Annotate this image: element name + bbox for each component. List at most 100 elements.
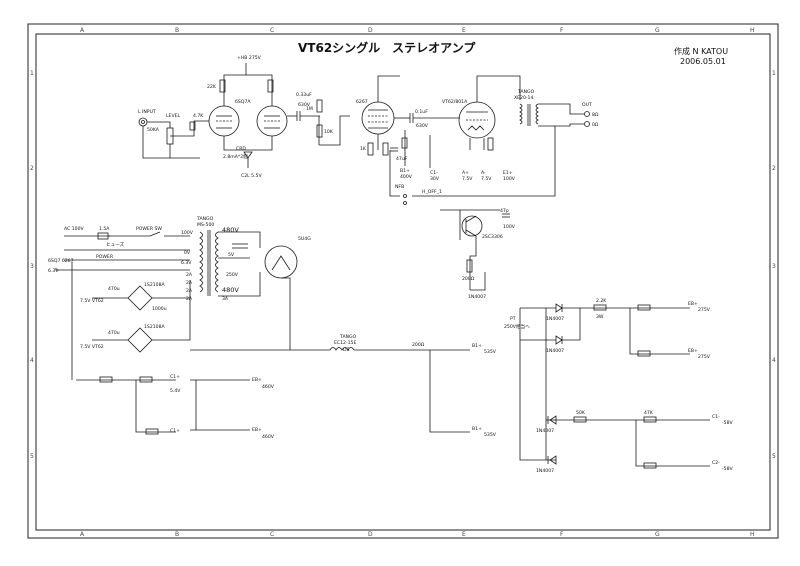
power-label: POWER — [96, 254, 114, 260]
diode-1-icon — [555, 303, 563, 313]
volume-value: 50KA — [147, 127, 160, 133]
eb-plus-2: EB+ — [688, 348, 698, 354]
q-100v-label: 100V — [503, 224, 516, 230]
transistor-icon — [461, 215, 483, 237]
c1-minus-label: C1- — [712, 414, 720, 420]
pt-2a-tap-4: 2A — [186, 296, 193, 302]
b1-voltage: 400V — [400, 174, 413, 180]
vt62-heater-label: 7.5V VT62 — [80, 298, 104, 304]
drawing-frame — [27, 23, 779, 539]
grid-col-f-bottom: F — [560, 531, 564, 538]
c-01-voltage: 630V — [416, 123, 429, 129]
c-01-label: 0.1uF — [415, 109, 428, 115]
eb-out-voltage: 460V — [262, 384, 275, 390]
heater-a-plus: A+ — [462, 170, 469, 176]
date-label: 2006.05.01 — [680, 57, 726, 66]
output-transformer-icon — [519, 103, 523, 125]
eb-plus-1: EB+ — [688, 301, 698, 307]
diode-3-label: 1N4007 — [536, 428, 554, 434]
ec-label: E1+ — [503, 170, 513, 176]
output-terminal-0-icon — [584, 121, 590, 127]
b1-label: B1+ — [400, 168, 410, 174]
grid-col-a-bottom: A — [80, 531, 85, 538]
grid-col-h-bottom: H — [750, 531, 755, 538]
choke-model-label: EC12-15E — [334, 340, 356, 346]
fuse-label: 1.5A — [99, 226, 110, 232]
eb-out-label-2: EB+ — [252, 427, 262, 433]
coupling-cap-voltage: 630V — [298, 102, 311, 108]
grid-col-g-bottom: G — [655, 531, 660, 538]
bridge-rectifier-2-icon — [127, 327, 153, 353]
tube-5u4g-label: 5U4G — [298, 236, 311, 242]
ds-label: DS — [343, 347, 350, 353]
b2-out-label: B1+ — [472, 426, 482, 432]
grid-col-c-bottom: C — [270, 531, 274, 538]
cap-1000u-label: 1000u — [152, 306, 167, 312]
r-200-hv-label: 200Ω — [412, 342, 425, 348]
eb-out-voltage-2: 460V — [262, 434, 275, 440]
pt-bias-sub-label: 250V相当へ — [504, 323, 530, 330]
pt-model-label: MS-500 — [197, 222, 214, 228]
diode-2-label: 1N4007 — [546, 348, 564, 354]
grid-row-3-right: 3 — [772, 263, 776, 270]
c2-minus-voltage: -58V — [722, 466, 734, 472]
grid-col-g: G — [655, 27, 660, 34]
heater-a-minus: A- — [481, 170, 486, 176]
bridge-label-2: 1S2108A — [144, 324, 166, 330]
c2l-label: C2L 5.5V — [241, 173, 262, 179]
pt-63v-tap: 6.3V — [181, 260, 192, 266]
tube-6sq7-label: 6SQ7A — [235, 99, 251, 105]
transistor-label: 2SC3306 — [482, 234, 503, 240]
grid-row-1-right: 1 — [772, 70, 776, 77]
bridge-rectifier-icon — [127, 285, 153, 311]
choke-brand-label: TANGO — [339, 334, 357, 340]
bias-regulator: 2SC3306 47p 100V 200Ω 1N4007 — [440, 208, 516, 300]
r-22k-label: 22K — [207, 84, 217, 90]
pt-brand-label: TANGO — [196, 216, 214, 222]
diode-4-icon — [549, 455, 557, 465]
c1-out-voltage: 5.4V — [170, 388, 181, 394]
pt-2a-tap-3: 2A — [186, 288, 193, 294]
input-label: L INPUT — [138, 109, 156, 115]
author-label: 作成 N KATOU — [674, 46, 728, 56]
c1-label: C1- — [430, 170, 438, 176]
coupling-cap-label: 0.33uF — [296, 92, 312, 98]
grid-col-e: E — [462, 27, 466, 34]
grid-col-f: F — [560, 27, 564, 34]
bias-supply: PT 250V相当へ 1N4007 1N4007 2.2K 3W EB+ 275… — [504, 298, 734, 474]
sub-50k-label: 50K — [576, 410, 586, 416]
power-transformer-icon — [199, 231, 203, 293]
c1-minus-voltage: -58V — [722, 420, 734, 426]
pt-2a-tap-2: 2A — [186, 280, 193, 286]
grid-col-a: A — [80, 27, 85, 34]
ec-voltage: 100V — [503, 176, 516, 182]
hv-filter-chain: C1+ 5.4V C1+ TANGO EC12-15E DS B1+ 535V … — [76, 334, 497, 440]
n-1n4007-label: 1N4007 — [468, 294, 486, 300]
pt-3a-tap: 3A — [222, 296, 229, 302]
pt-0v-tap: 0V — [184, 250, 191, 256]
nfb-label: NFB — [395, 184, 404, 190]
op-brand-label: TANGO — [517, 89, 535, 95]
tube-vt62-label: VT62/801A — [442, 99, 468, 105]
input-jack-icon — [138, 117, 148, 127]
pt-5v-label: 5V — [228, 252, 235, 258]
c1-out-label: C1+ — [170, 374, 180, 380]
heater-tap-label: 6SQ7 6267 — [48, 258, 74, 264]
ac-label: AC 100V — [64, 226, 84, 232]
bridge-label: 1S2108A — [144, 282, 166, 288]
grid-row-2: 2 — [30, 165, 34, 172]
grid-col-e-bottom: E — [462, 531, 466, 538]
grid-col-b: B — [175, 27, 179, 34]
grid-references: A B C D E F G H A B C D E F G H 1 2 3 4 … — [30, 27, 776, 538]
pt-480v-label-2: 480V — [222, 286, 239, 294]
tube-5u4g-icon — [264, 245, 298, 279]
output-label: OUT — [582, 102, 592, 108]
input-driver-stage: L INPUT LEVEL 50KA 6SQ7A +HB 275V 22K 4.… — [138, 55, 350, 179]
cap-470u-label-2: 470u — [108, 330, 120, 336]
sheet-title: VT62シングル ステレオアンプ — [298, 40, 476, 55]
vt62-heater-label-2: 7.5V VT62 — [80, 344, 104, 350]
grid-row-4: 4 — [30, 357, 34, 364]
choke-icon — [329, 347, 355, 351]
pt-480v-label: 480V — [222, 226, 239, 234]
output-0-label: 0Ω — [592, 122, 599, 128]
